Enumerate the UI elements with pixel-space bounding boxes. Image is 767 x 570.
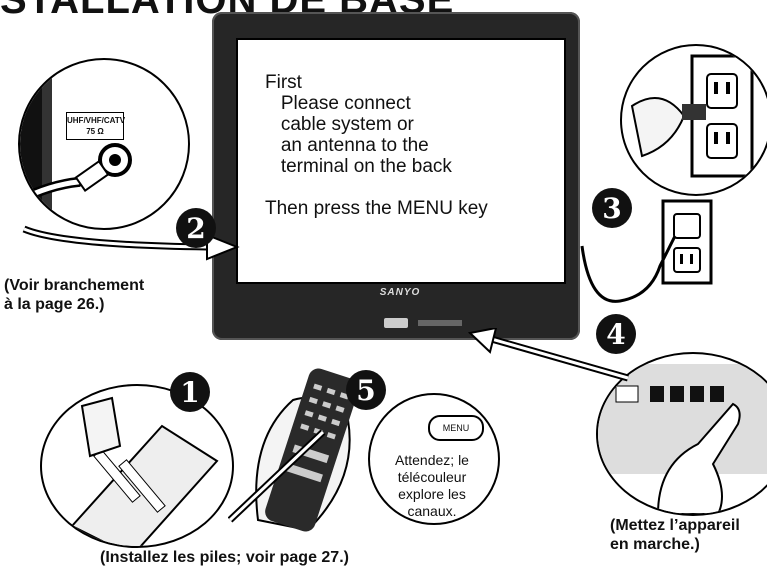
antenna-illustration bbox=[20, 60, 188, 228]
connection-caption: (Voir branchement à la page 26.) bbox=[4, 276, 144, 314]
antenna-inset bbox=[18, 58, 190, 230]
step-5-badge: 5 bbox=[346, 370, 386, 410]
bubble-text: Attendez; le télécouleur explore les can… bbox=[374, 452, 490, 520]
step-1-badge: 1 bbox=[170, 372, 210, 412]
power-outlet-inset bbox=[620, 44, 767, 196]
screen-message: First Please connect cable system or an … bbox=[265, 72, 488, 219]
power-cord bbox=[580, 216, 700, 316]
battery-inset bbox=[40, 384, 234, 548]
menu-key: MENU bbox=[428, 415, 484, 441]
antenna-arrow-icon bbox=[22, 225, 252, 265]
remote-arrow-icon bbox=[228, 420, 348, 530]
tv-power-button bbox=[384, 318, 408, 328]
step-3-badge: 3 bbox=[592, 188, 632, 228]
step-2-badge: 2 bbox=[176, 208, 216, 248]
antenna-terminal-label: UHF/VHF/CATV 75 Ω bbox=[66, 112, 124, 140]
step-4-badge: 4 bbox=[596, 314, 636, 354]
battery-illustration bbox=[42, 386, 232, 546]
outlet-illustration bbox=[622, 46, 767, 194]
batteries-caption: (Installez les piles; voir page 27.) bbox=[100, 548, 349, 567]
tv-front-panel-buttons bbox=[418, 320, 462, 326]
power-on-caption: (Mettez l’appareil en marche.) bbox=[610, 516, 740, 554]
tv-brand-logo: SANYO bbox=[372, 287, 428, 298]
